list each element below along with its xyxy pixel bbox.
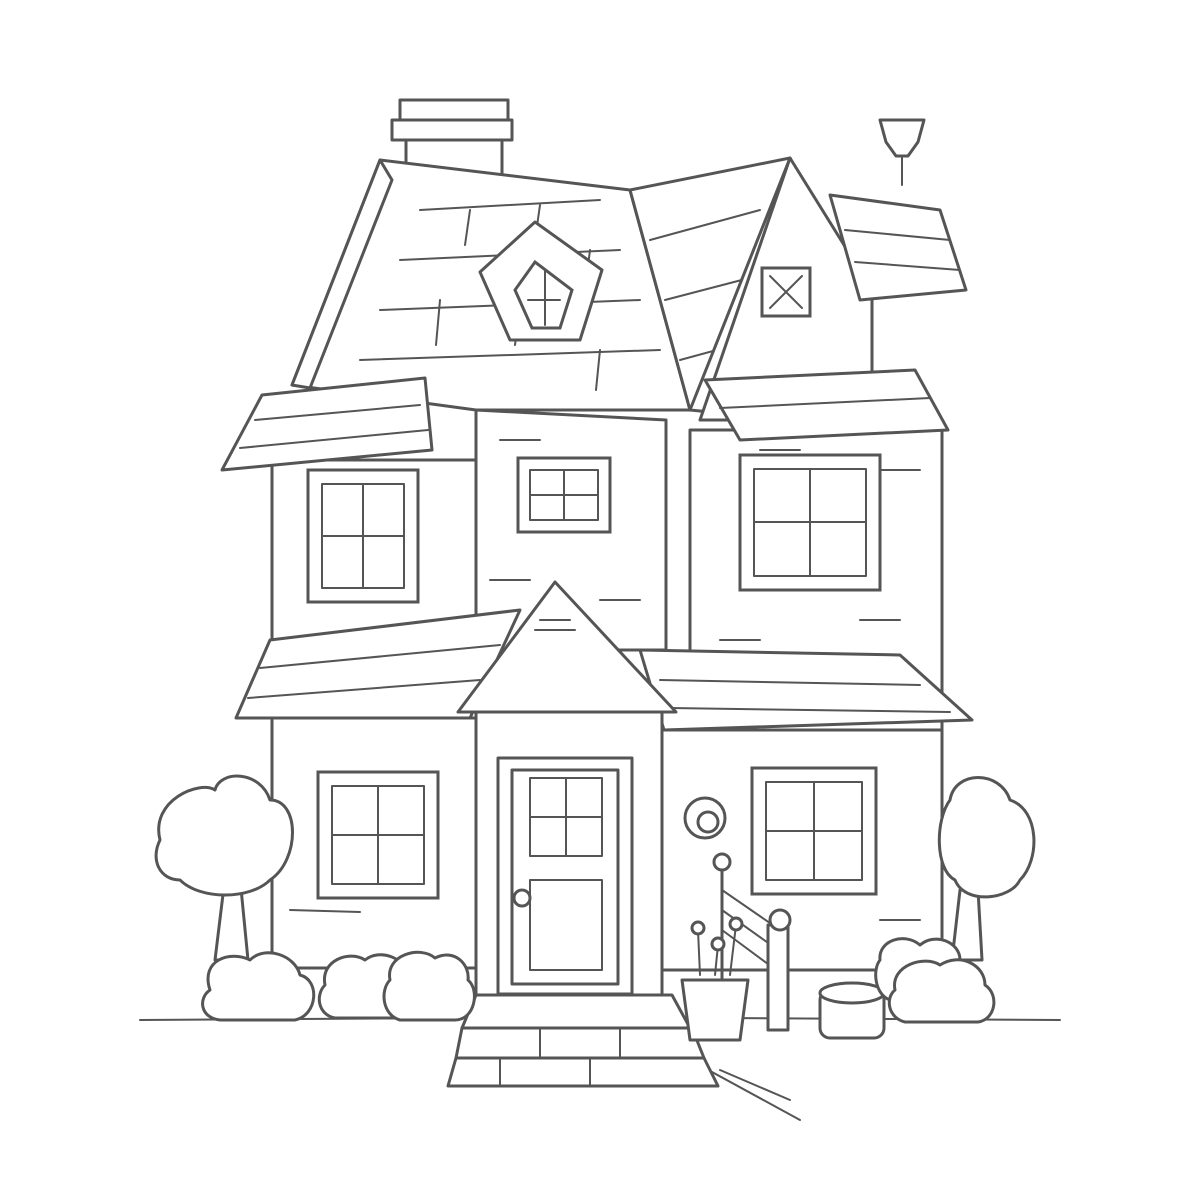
right-awning <box>703 368 950 442</box>
roof-vane <box>878 118 926 186</box>
left-tree <box>154 774 294 962</box>
right-tree <box>937 776 1036 962</box>
right-bushes <box>874 937 996 1024</box>
front-door <box>496 756 634 996</box>
barrel <box>818 981 886 1040</box>
left-bushes <box>201 950 476 1022</box>
lower-left-window <box>316 770 440 900</box>
porch-steps <box>446 993 720 1088</box>
flower-pot <box>680 916 750 1042</box>
upper-center-window <box>516 456 612 534</box>
porch-railing <box>712 852 792 1032</box>
lower-right-window <box>750 766 878 896</box>
upper-left-window <box>306 468 420 604</box>
right-side-roof <box>828 193 968 302</box>
porch-roof-left <box>234 608 522 720</box>
upper-right-window <box>738 453 882 592</box>
left-awning <box>220 376 434 472</box>
dormer <box>478 220 604 342</box>
wall-lamp <box>683 796 727 840</box>
